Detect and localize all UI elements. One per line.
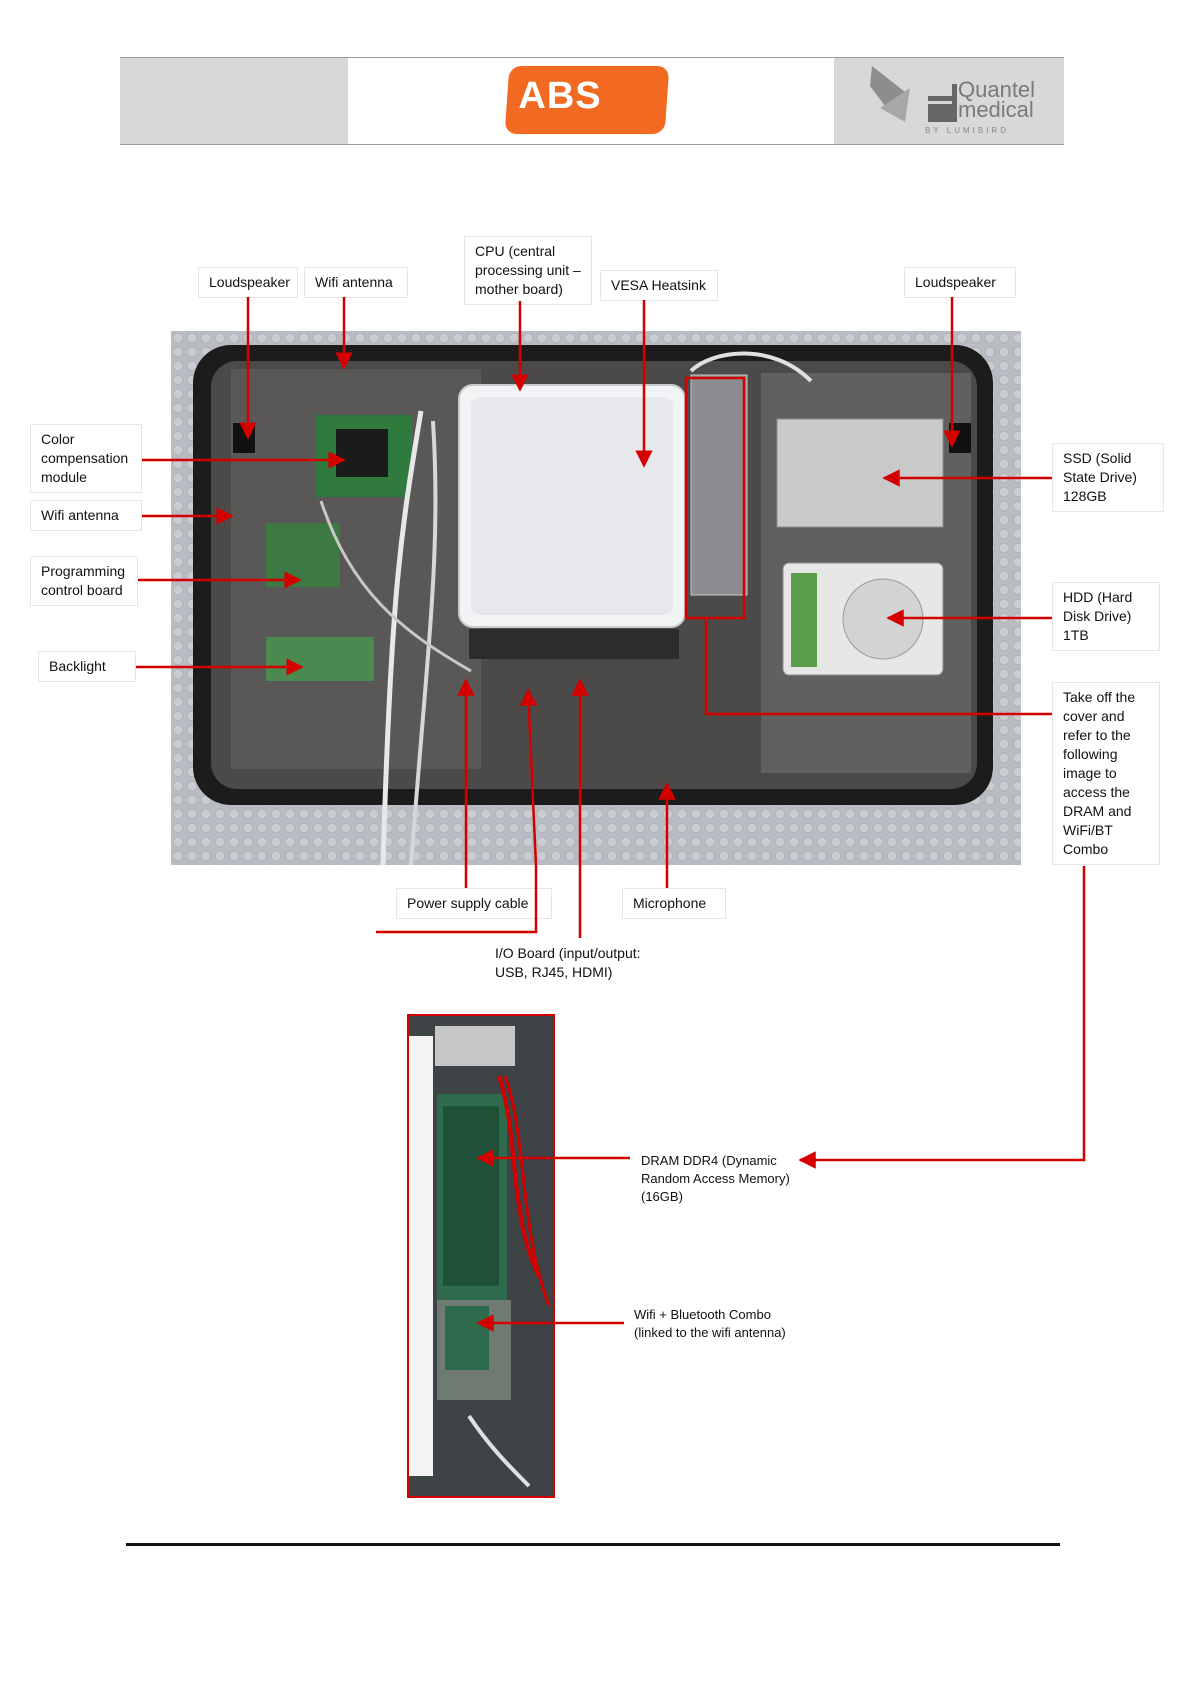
label-color-compensation: Color compensation module [30, 424, 142, 493]
label-microphone: Microphone [622, 888, 726, 919]
label-ssd: SSD (Solid State Drive) 128GB [1052, 443, 1164, 512]
header-top-rule [120, 57, 1064, 58]
monitor-back-illustration [171, 331, 1021, 865]
partner-logo-text: Quantel medical [958, 77, 1036, 122]
label-take-off-cover: Take off the cover and refer to the foll… [1052, 682, 1160, 865]
absolu-logo-abs: ABS [518, 75, 602, 117]
label-dram: DRAM DDR4 (Dynamic Random Access Memory)… [641, 1153, 790, 1204]
absolu-logo-olu: olu [600, 75, 657, 117]
label-wifi-bt: Wifi + Bluetooth Combo (linked to the wi… [634, 1307, 786, 1340]
partner-logo-sub: BY LUMIBIRD [925, 126, 1009, 135]
footer-rule [126, 1543, 1060, 1546]
label-wifi-antenna-left: Wifi antenna [30, 500, 142, 531]
label-io-board: I/O Board (input/output: USB, RJ45, HDMI… [484, 938, 676, 988]
label-loudspeaker-left: Loudspeaker [198, 267, 298, 298]
dram-wifi-illustration [409, 1016, 553, 1496]
label-power-supply: Power supply cable [396, 888, 552, 919]
arrow-to-detail [798, 866, 1086, 1169]
arrow-io-board-a [376, 688, 538, 934]
header-left-cell [120, 58, 348, 144]
dram-wifi-detail-photo [407, 1014, 555, 1498]
label-loudspeaker-right: Loudspeaker [904, 267, 1016, 298]
label-cpu: CPU (central processing unit – mother bo… [464, 236, 592, 305]
label-backlight: Backlight [38, 651, 136, 682]
label-wifi-antenna-top: Wifi antenna [304, 267, 408, 298]
arrow-take-off-cover [704, 620, 1052, 716]
label-vesa-heatsink: VESA Heatsink [600, 270, 718, 301]
monitor-back-photo [171, 331, 1021, 865]
label-programming-board: Programming control board [30, 556, 138, 606]
header-bottom-rule [120, 144, 1064, 145]
callout-box-bracket [684, 376, 746, 620]
label-hdd: HDD (Hard Disk Drive) 1TB [1052, 582, 1160, 651]
